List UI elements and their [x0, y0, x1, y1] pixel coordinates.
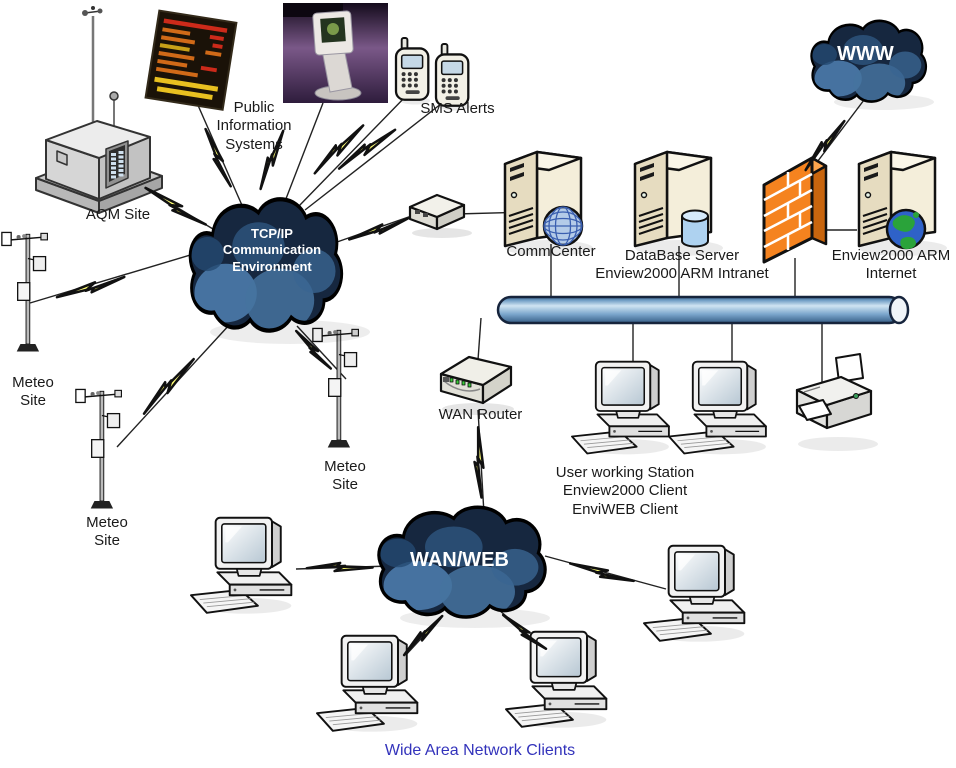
- aqm-site-icon: [35, 6, 163, 214]
- backbone-bus-icon: [496, 295, 910, 325]
- database-cylinder-icon: [681, 209, 709, 248]
- modem-icon: [408, 193, 472, 238]
- meteo-site-icon: [75, 388, 123, 510]
- meteo-site-label: Meteo Site: [86, 514, 128, 550]
- wan-router-icon: [439, 355, 514, 415]
- sms-alerts-label: SMS Alerts: [420, 100, 495, 117]
- lightning-bolt-icon: [306, 551, 374, 585]
- equipment-rack-icon: [105, 140, 129, 189]
- lightning-bolt-icon: [569, 562, 635, 582]
- lightning-bolt-icon: [460, 426, 499, 499]
- led-display-icon: [144, 9, 238, 111]
- printer-icon: [795, 353, 878, 451]
- meteo-site-label: Meteo Site: [324, 458, 366, 494]
- enview-internet-label: Enview2000 ARM Internet: [831, 247, 951, 283]
- lightning-bolt-icon: [314, 116, 364, 183]
- aqm-site-label: AQM Site: [85, 206, 151, 223]
- workstation-icon: [668, 360, 767, 456]
- earth-globe-icon: [885, 208, 927, 250]
- client-computer-icon: [316, 634, 419, 733]
- comm-center-label: CommCenter: [506, 243, 596, 260]
- wan-web-cloud-label: WAN/WEB: [410, 549, 509, 571]
- meteo-site-icon: [312, 327, 360, 449]
- lightning-bolt-icon: [348, 204, 409, 253]
- database-server-icon: [633, 150, 725, 258]
- firewall-icon: [762, 156, 828, 264]
- kiosk-icon: [283, 3, 388, 103]
- lightning-bolt-icon: [338, 118, 396, 181]
- database-server-label: DataBase Server Enview2000 ARM Intranet: [595, 247, 769, 283]
- wan-clients-caption: Wide Area Network Clients: [384, 742, 576, 759]
- globe-wireframe-icon: [542, 205, 584, 247]
- meteo-site-icon: [1, 231, 49, 353]
- tcpip-cloud-label: TCP/IP Communication Environment: [222, 226, 322, 274]
- lightning-bolt-icon: [56, 261, 126, 313]
- www-cloud-label: WWW: [837, 43, 894, 65]
- meteo-site-label: Meteo Site: [12, 374, 54, 410]
- mobile-phone-icon: [394, 36, 432, 106]
- lightning-bolt-icon: [143, 349, 195, 424]
- public-info-label: Public Information Systems: [216, 99, 292, 153]
- client-computer-icon: [643, 544, 746, 643]
- wan-router-label: WAN Router: [438, 406, 523, 423]
- client-computer-icon: [190, 516, 293, 615]
- workstation-icon: [571, 360, 670, 456]
- user-workstation-label: User working Station Enview2000 Client E…: [555, 464, 695, 518]
- client-computer-icon: [505, 630, 608, 729]
